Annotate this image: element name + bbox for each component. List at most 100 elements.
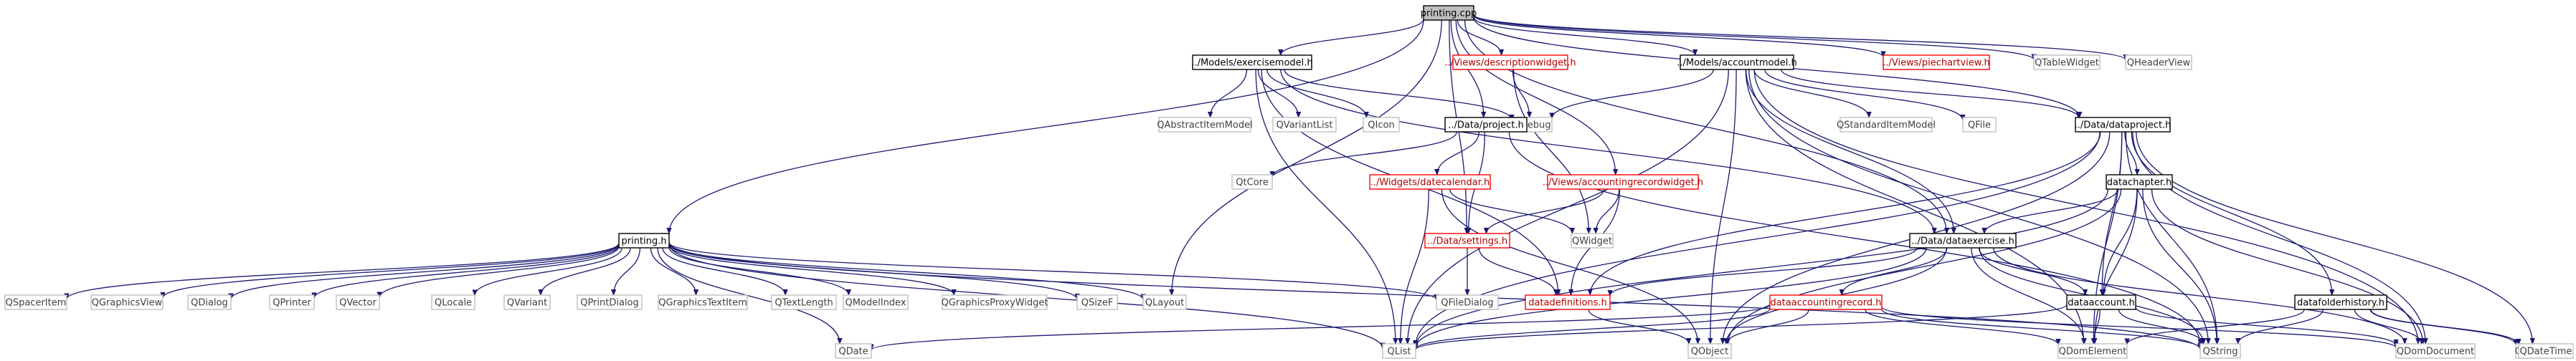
node-dataexercise[interactable]: ../Data/dataexercise.h <box>1909 233 2017 249</box>
node-QLocale: QLocale <box>431 294 475 310</box>
edge-path <box>67 243 620 299</box>
edge-dataaccountingrecord-to-QDate <box>871 304 1771 351</box>
edge-printing_h-to-QGraphicsProxyWidget <box>668 244 954 296</box>
edge-dataaccountingrecord-to-QDomElement <box>1865 309 2058 345</box>
node-box <box>90 294 164 310</box>
node-box <box>1839 117 1933 133</box>
node-label: ../Views/descriptionwidget.h <box>1444 58 1576 69</box>
node-label: QGraphicsView <box>92 298 163 309</box>
edge-path <box>1748 69 2209 344</box>
edge-datadefinitions-to-QObject <box>1588 309 1689 345</box>
node-label: datadefinitions.h <box>1528 298 1607 309</box>
node-label: QVector <box>339 298 377 309</box>
node-QGraphicsTextItem: QGraphicsTextItem <box>658 294 748 310</box>
node-label: QDomDocument <box>2397 347 2474 357</box>
node-printing-h[interactable]: printing.h <box>618 233 670 249</box>
node-box <box>1525 294 1611 310</box>
edge-printing_cpp-to-accountingrecordwidget <box>1455 19 1615 175</box>
edge-path <box>1764 69 1963 121</box>
node-label: QDialog <box>191 298 228 309</box>
node-accountmodel[interactable]: ../Models/accountmodel.h <box>1677 54 1797 70</box>
node-box <box>2033 54 2101 70</box>
edge-accountmodel-to-dataproject <box>1781 69 2078 118</box>
edge-path <box>1552 69 1714 119</box>
node-box <box>1423 5 1474 21</box>
edge-path <box>1753 69 1869 118</box>
edge-dataaccount-to-QString <box>2118 309 2202 345</box>
node-QVector: QVector <box>336 294 380 310</box>
node-label: QTextLength <box>775 298 833 309</box>
edge-path <box>1478 247 1555 296</box>
edge-printing_cpp-to-accountmodel <box>1473 16 1695 56</box>
node-box <box>1076 294 1118 310</box>
node-label: QtCore <box>1236 178 1268 188</box>
edge-printing_h-to-QGraphicsTextItem <box>650 247 696 295</box>
edge-path <box>2095 188 2138 344</box>
edge-accountmodel-to-QStandardItemModel <box>1753 69 1869 118</box>
edge-path <box>1473 14 2126 61</box>
edge-path <box>650 247 696 295</box>
node-exercisemodel[interactable]: ../Models/exercisemodel.h <box>1191 54 1313 70</box>
edge-datecalendar-to-QWidget <box>1449 188 1573 234</box>
edge-dataexercise-to-QList <box>1416 247 1927 348</box>
edge-accountmodel-to-QObject <box>1710 69 1737 344</box>
node-label: QGraphicsTextItem <box>658 298 747 309</box>
edge-path <box>1512 69 1529 117</box>
edge-accountingrecordwidget-to-settings <box>1487 188 1605 234</box>
edge-path <box>1508 131 2200 345</box>
edge-printing_h-to-QPrintDialog <box>614 247 641 295</box>
edge-path <box>1281 19 1424 56</box>
edge-path <box>1280 69 1934 234</box>
node-QFileDialog: QFileDialog <box>1436 294 1499 310</box>
edge-path <box>668 242 2200 350</box>
node-label: QStandardItemModel <box>1837 120 1936 131</box>
node-box <box>1424 233 1510 249</box>
edge-settings-to-datadefinitions <box>1478 247 1555 296</box>
edge-dataexercise-to-dataaccountingrecord <box>1842 247 1948 296</box>
edge-path <box>1710 69 1737 344</box>
edge-path <box>1211 69 1248 117</box>
node-printing-cpp[interactable]: printing.cpp <box>1421 5 1477 21</box>
edge-dataproject-to-datadefinitions <box>1590 131 2101 295</box>
node-label: ../Data/settings.h <box>1427 236 1507 247</box>
node-box <box>2106 174 2173 190</box>
node-dataaccount[interactable]: dataaccount.h <box>2066 294 2136 310</box>
node-QtCore: QtCore <box>1231 174 1273 190</box>
node-label: printing.cpp <box>1421 9 1477 19</box>
edge-path <box>2127 309 2305 345</box>
edge-path <box>1781 69 2078 118</box>
edge-project-to-datecalendar <box>1437 131 1479 175</box>
edge-path <box>871 304 1771 351</box>
edge-project-to-QtCore <box>1272 131 1457 178</box>
edge-path <box>1272 131 1457 178</box>
node-descriptionwidget: ../Views/descriptionwidget.h <box>1444 54 1576 70</box>
node-QGraphicsProxyWidget: QGraphicsProxyWidget <box>941 294 1048 310</box>
node-project[interactable]: ../Data/project.h <box>1444 117 1528 133</box>
edge-datafolderhistory-to-QString <box>2238 309 2324 345</box>
edge-accountmodel-to-QDomDocument <box>1753 69 2418 344</box>
node-box <box>2395 343 2476 359</box>
edge-dataproject-to-datachapter <box>2124 131 2137 175</box>
node-QDialog: QDialog <box>187 294 232 310</box>
edge-path <box>2125 131 2217 344</box>
edge-printing_h-to-QTextLength <box>662 247 785 296</box>
node-box <box>503 294 551 310</box>
node-datafolderhistory[interactable]: datafolderhistory.h <box>2294 294 2387 310</box>
node-box <box>2066 294 2136 310</box>
node-dataproject[interactable]: ../Data/dataproject.h <box>2075 117 2172 133</box>
node-label: datachapter.h <box>2107 178 2172 188</box>
edge-path <box>1971 247 2084 344</box>
node-box <box>2294 294 2387 310</box>
edge-dataaccountingrecord-to-QString <box>1881 309 2200 349</box>
node-label: ../Data/dataexercise.h <box>1911 236 2014 247</box>
node-datachapter[interactable]: datachapter.h <box>2106 174 2173 190</box>
edge-dataaccount-to-QList <box>1416 304 2068 350</box>
node-label: QHeaderView <box>2127 58 2191 69</box>
node-box <box>2518 343 2574 359</box>
node-QLayout: QLayout <box>1142 294 1187 310</box>
nodes-layer: printing.cpp ../Models/exercisemodel.h ../… <box>4 5 2574 359</box>
node-QSpacerItem: QSpacerItem <box>4 294 67 310</box>
edge-path <box>1473 14 2034 60</box>
edge-datachapter-to-QDomElement <box>2095 188 2138 344</box>
